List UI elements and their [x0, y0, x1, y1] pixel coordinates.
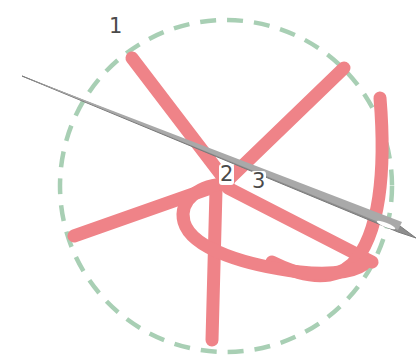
callout-number: 2 [219, 164, 234, 185]
spoke [132, 58, 222, 176]
needle [22, 76, 416, 238]
callout-number: 3 [251, 171, 266, 192]
spoke [212, 190, 216, 340]
callout-number: 1 [108, 16, 123, 37]
weaving-loop [183, 184, 366, 273]
spoke [228, 188, 372, 262]
guide-circle [60, 20, 392, 352]
